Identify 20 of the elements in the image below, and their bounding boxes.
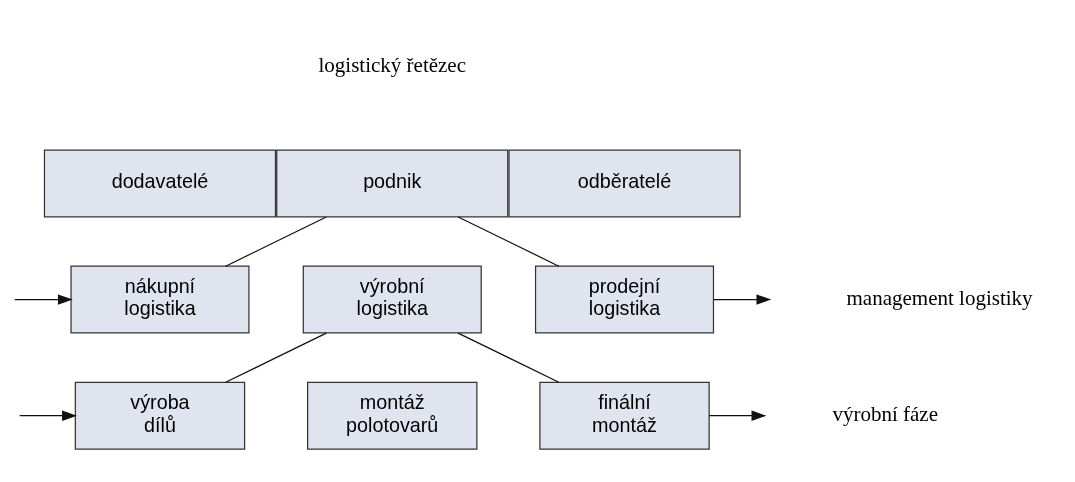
node-box: prodejní logistika bbox=[534, 265, 715, 334]
arrow bbox=[708, 410, 767, 421]
connector bbox=[457, 215, 560, 267]
node-box: montáž polotovarů bbox=[307, 381, 478, 450]
label: management logistiky bbox=[846, 285, 1033, 310]
label: výrobní fáze bbox=[832, 401, 938, 426]
arrow bbox=[14, 293, 73, 305]
connector bbox=[457, 331, 560, 383]
node-box: výrobní logistika bbox=[302, 265, 482, 334]
node-box: podnik bbox=[276, 148, 509, 217]
connector bbox=[225, 215, 327, 267]
node-box: finální montáž bbox=[539, 381, 710, 450]
label: logistický řetězec bbox=[318, 52, 466, 77]
node-box: odběratelé bbox=[508, 148, 741, 217]
arrow bbox=[19, 410, 77, 421]
node-box: nákupní logistika bbox=[70, 265, 250, 334]
node-box: dodavatelé bbox=[43, 148, 277, 217]
arrow bbox=[713, 293, 772, 305]
connector bbox=[225, 331, 327, 383]
node-box: výroba dílů bbox=[74, 381, 246, 450]
